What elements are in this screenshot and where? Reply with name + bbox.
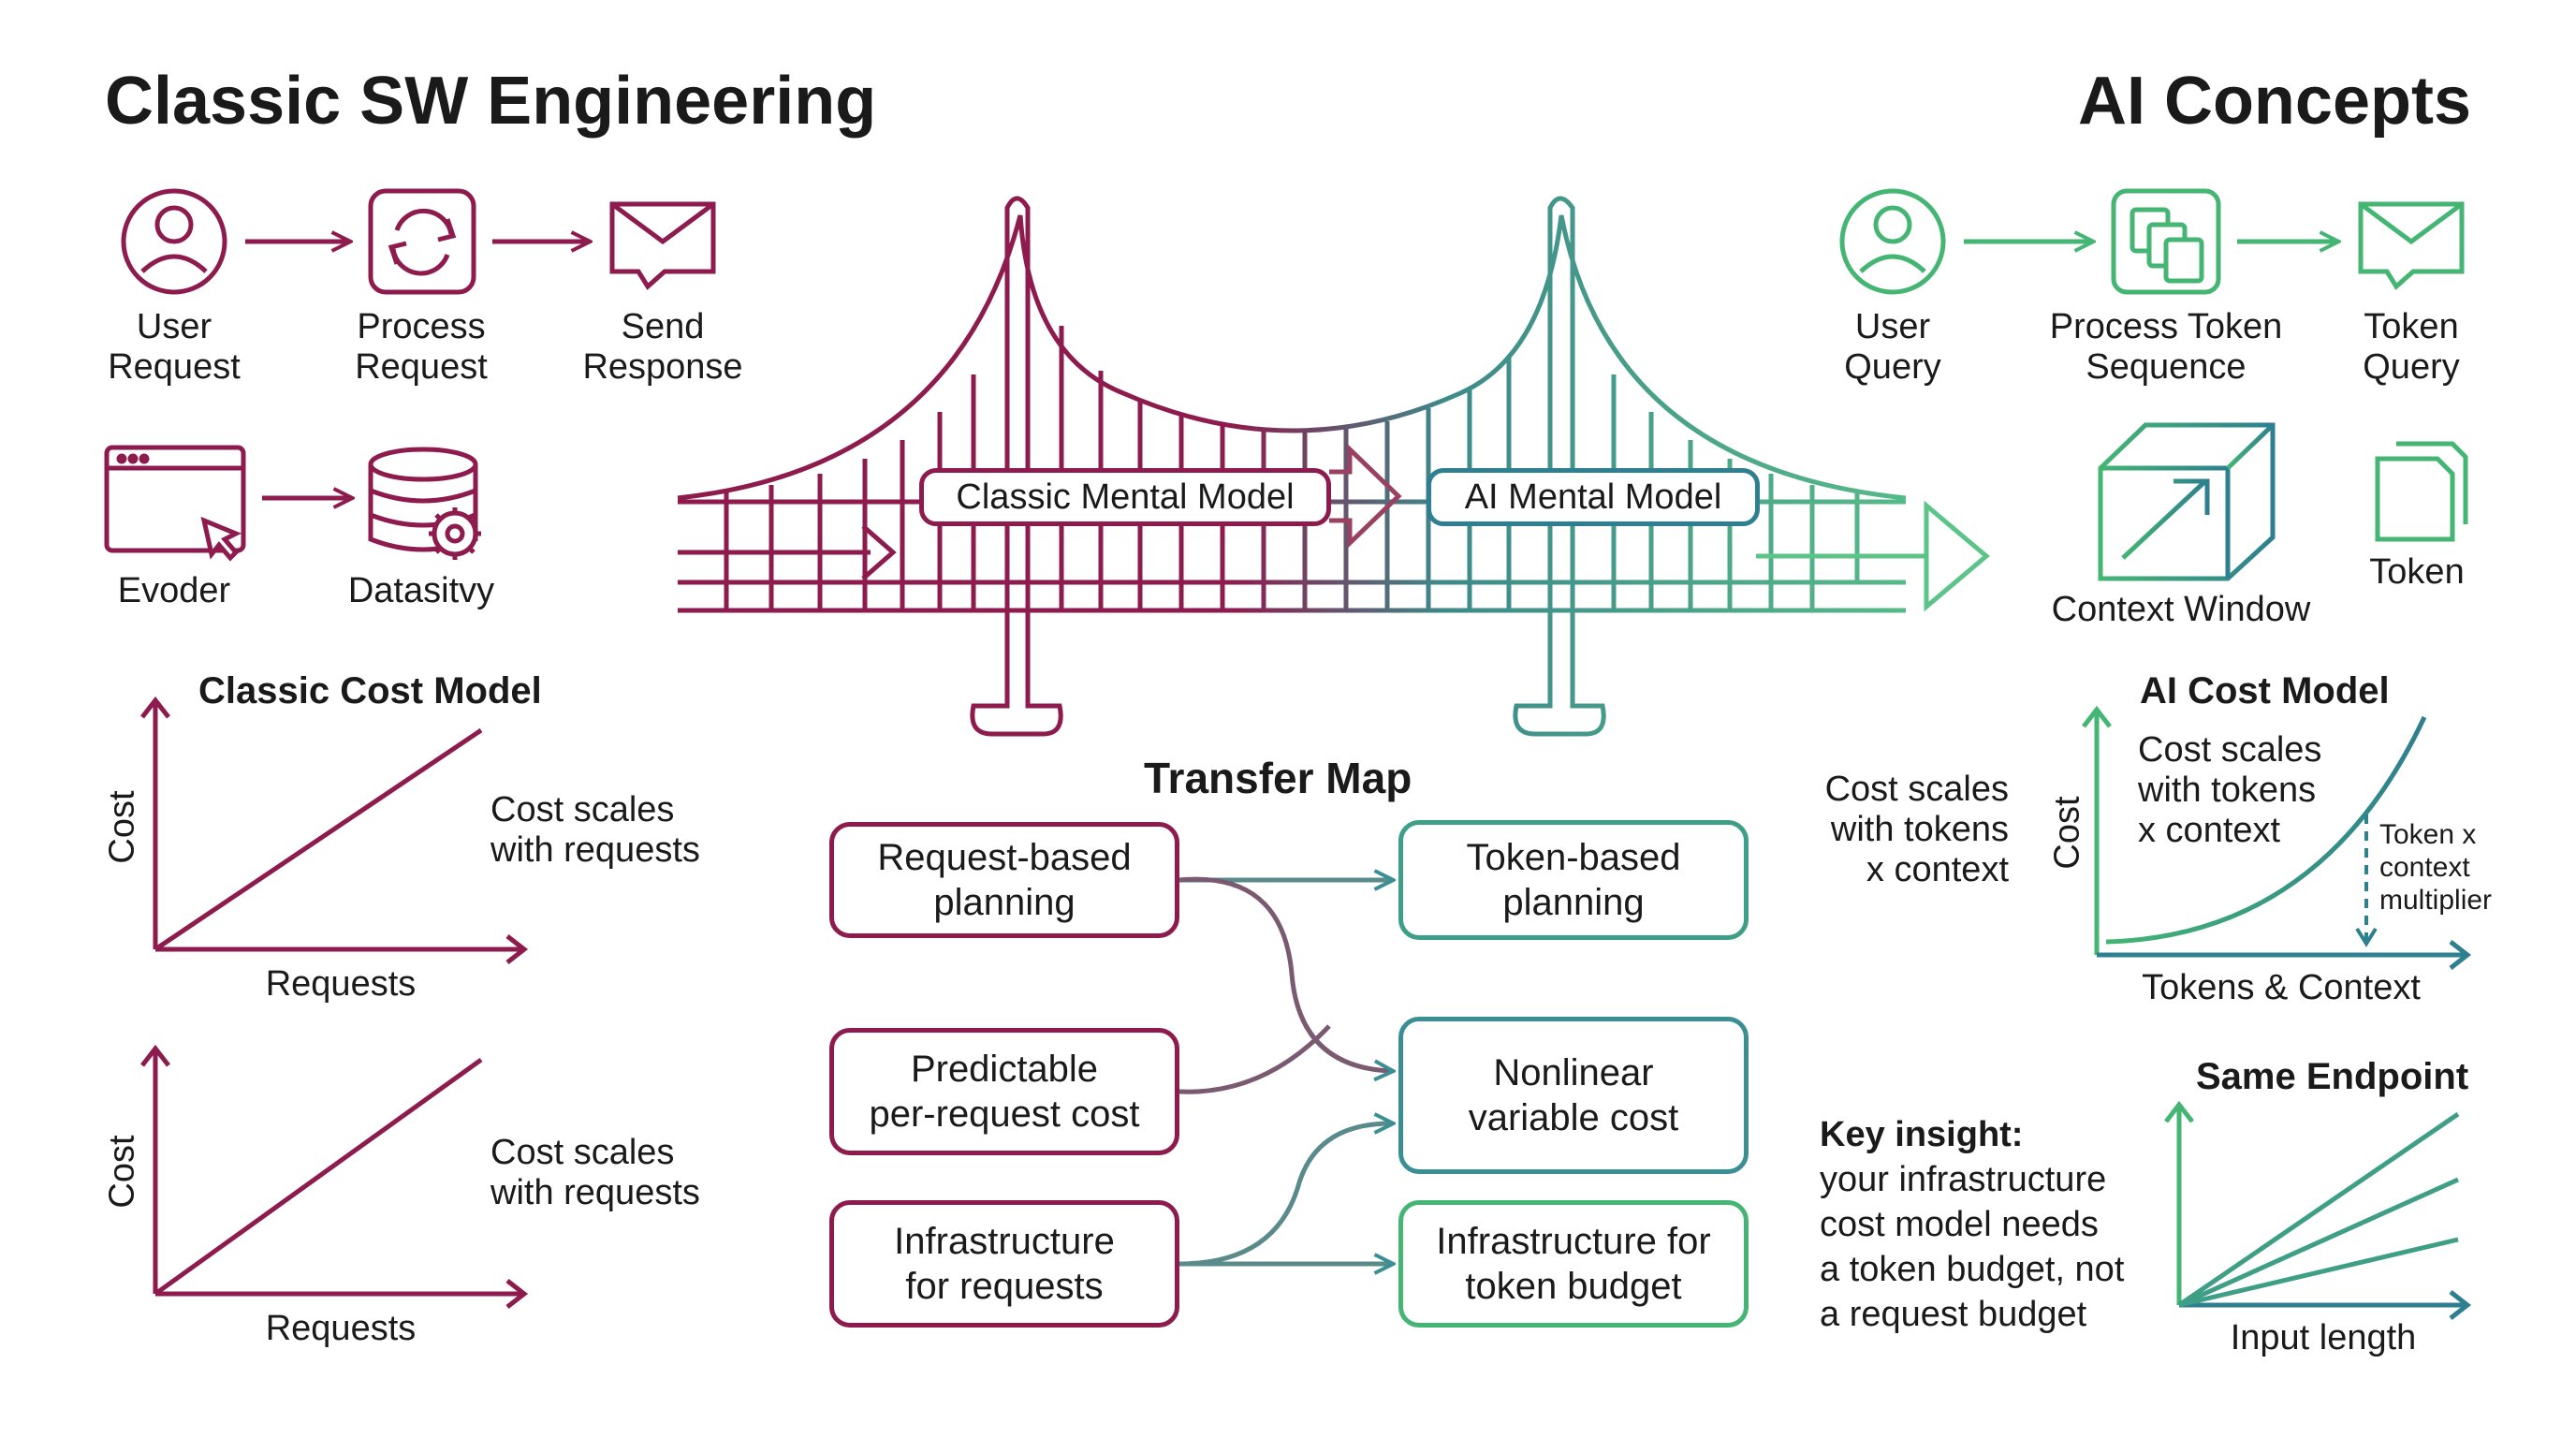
copy-stack-icon (2111, 188, 2221, 295)
classic-cost-2-xlabel: Requests (265, 1309, 417, 1348)
classic-cost-chart-2 (140, 1044, 529, 1309)
bridge (677, 196, 1907, 737)
cost-line (154, 1057, 483, 1297)
refresh-icon (368, 188, 476, 295)
cost-line (154, 727, 483, 952)
same-endpoint-title: Same Endpoint (2196, 1056, 2469, 1097)
classic-row2-label: Datasitvy (347, 571, 495, 610)
classic-cost-ylabel: Cost (102, 790, 142, 864)
classic-cost-chart (140, 696, 529, 964)
ai-cost-chart (2082, 705, 2472, 970)
ai-row2-label: Token (2369, 552, 2465, 592)
classic-cost-xlabel: Requests (265, 964, 417, 1004)
document-stack-icon (2375, 441, 2468, 542)
key-insight-heading: Key insight: (1820, 1115, 2024, 1154)
bridge-arrow-right (1756, 500, 1990, 612)
series-line (2178, 1237, 2459, 1308)
classic-mental-model-pill: Classic Mental Model (919, 468, 1331, 526)
key-insight: Key insight: your infrastructure cost mo… (1820, 1115, 2125, 1334)
classic-cost-title: Classic Cost Model (198, 670, 542, 712)
series-line (2177, 1177, 2460, 1308)
bridge-arrow-middle (1329, 444, 1402, 549)
browser-window-icon (104, 445, 246, 562)
envelope-icon (609, 201, 716, 290)
ai-mental-model-pill: AI Mental Model (1427, 468, 1760, 526)
ai-cost-ylabel: Cost (2047, 796, 2087, 870)
user-icon (121, 188, 227, 295)
series-line (2177, 1111, 2460, 1308)
bridge-arrow-left (678, 524, 897, 580)
ai-row2-label: Context Window (2051, 590, 2311, 629)
transfer-map-title: Transfer Map (1144, 754, 1412, 802)
cube-icon (2098, 422, 2276, 581)
envelope-icon (2358, 201, 2465, 290)
classic-row2-label: Evoder (117, 571, 231, 610)
ai-cost-title: AI Cost Model (2140, 670, 2390, 712)
database-gear-icon (368, 447, 481, 560)
cost-curve (2105, 715, 2427, 945)
same-endpoint-chart (2164, 1100, 2472, 1320)
left-title: Classic SW Engineering (105, 64, 877, 139)
right-title: AI Concepts (2077, 64, 2471, 139)
user-icon (1839, 188, 1946, 295)
same-endpoint-xlabel: Input length (2230, 1318, 2417, 1357)
classic-cost-2-ylabel: Cost (102, 1135, 142, 1209)
ai-cost-xlabel: Tokens & Context (2142, 968, 2421, 1007)
transfer-connectors (1178, 879, 1391, 1264)
